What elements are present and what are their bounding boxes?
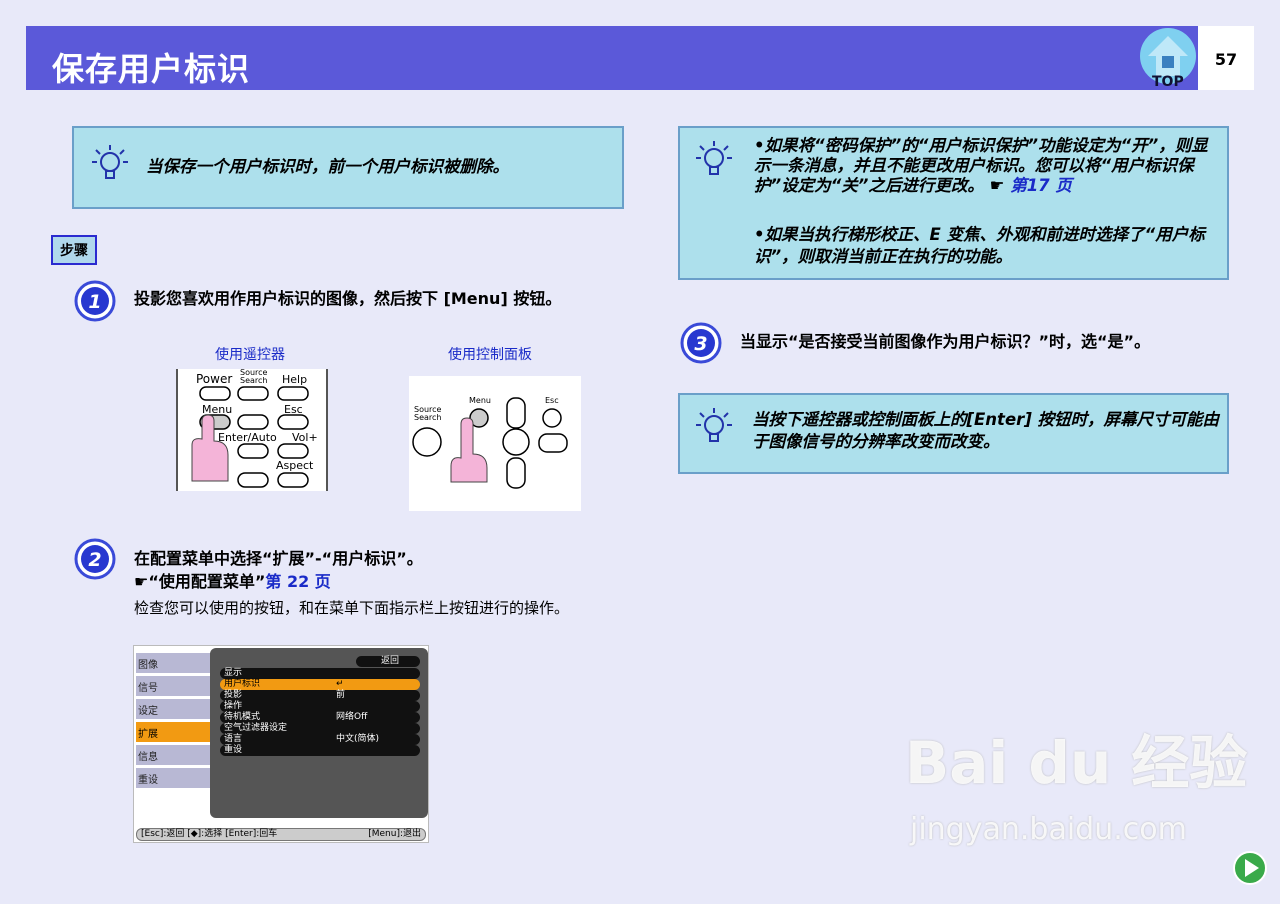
menu-footer: [Esc]:返回 [◆]:选择 [Enter]:回车[Menu]:退出: [136, 828, 426, 841]
menu-tab-signal: 信号: [136, 676, 212, 696]
config-menu-screenshot: 图像 信号 设定 扩展 信息 重设 返回 显示 用户标识↵ 投影前 操作 待机模…: [133, 645, 429, 843]
caption-remote: 使用遥控器: [215, 347, 285, 363]
menu-tab-info: 信息: [136, 745, 212, 765]
lightbulb-icon: [696, 408, 732, 442]
caption-panel: 使用控制面板: [448, 347, 532, 363]
menu-back: 返回: [356, 656, 420, 667]
remote-esc-label: Esc: [284, 403, 303, 416]
top-home-button[interactable]: TOP: [1138, 26, 1198, 90]
page-17-link[interactable]: 第17 页: [1010, 176, 1072, 195]
step-1-badge-icon: 1: [74, 280, 116, 322]
page-number-box: [1198, 26, 1254, 90]
step-2-badge-icon: 2: [74, 538, 116, 580]
menu-tab-image: 图像: [136, 653, 212, 673]
remote-help-label: Help: [282, 373, 308, 386]
step-2-reference: ☛“使用配置菜单”第 22 页: [134, 570, 331, 594]
remote-control-image: Power Source Search Help Menu Esc Enter/…: [176, 369, 328, 491]
tip-box-3: 当按下遥控器或控制面板上的[Enter] 按钮时，屏幕尺寸可能由于图像信号的分辨…: [678, 393, 1229, 474]
ref-prefix: “使用配置菜单”: [148, 572, 266, 591]
step-3-text: 当显示“是否接受当前图像作为用户标识？”时，选“是”。: [740, 332, 1151, 351]
menu-row-selected: 用户标识↵: [220, 679, 420, 690]
step-2-description: 检查您可以使用的按钮，和在菜单下面指示栏上按钮进行的操作。: [134, 599, 570, 617]
page-22-link[interactable]: 第 22 页: [265, 572, 331, 591]
panel-esc-label: Esc: [545, 396, 559, 405]
step-3-badge-icon: 3: [680, 322, 722, 364]
watermark-brand: Bai du 经验: [905, 729, 1248, 797]
tip-box-1: 当保存一个用户标识时，前一个用户标识被删除。: [72, 126, 624, 209]
remote-power-label: Power: [196, 372, 233, 386]
panel-menu-label: Menu: [469, 396, 491, 405]
panel-source-label: Source Search: [414, 405, 442, 422]
menu-tab-settings: 设定: [136, 699, 212, 719]
menu-row: 待机模式网络Off: [220, 712, 420, 723]
header-bar: [26, 26, 1198, 90]
page-title: 保存用户标识: [52, 50, 251, 88]
lightbulb-icon: [92, 145, 128, 179]
control-panel-image: Source Search Menu Esc: [409, 376, 581, 511]
menu-tab-extended: 扩展: [136, 722, 212, 742]
svg-text:2: 2: [88, 549, 101, 571]
remote-aspect-label: Aspect: [276, 459, 314, 472]
home-icon: [1140, 28, 1196, 84]
tip-bullet-2: •如果当执行梯形校正、E 变焦、外观和前进时选择了“用户标识”，则取消当前正在执…: [754, 225, 1205, 266]
page-number: 57: [1214, 50, 1238, 69]
menu-row: 语言中文(简体): [220, 734, 420, 745]
step-number: 1: [88, 291, 101, 313]
lightbulb-icon: [696, 141, 732, 175]
step-2-text: 在配置菜单中选择“扩展”-“用户标识”。: [134, 549, 423, 568]
remote-enter-label: Enter/Auto: [218, 431, 277, 444]
remote-source-label: Source Search: [240, 368, 268, 385]
tip-bullet-1: •如果将“密码保护”的“用户标识保护”功能设定为“开”，则显示一条消息，并且不能…: [754, 136, 1208, 195]
pointing-hand-icon: ☛: [989, 176, 1005, 195]
menu-row: 操作: [220, 701, 420, 712]
pointing-hand-icon: ☛: [134, 572, 149, 591]
tip-text: 当按下遥控器或控制面板上的[Enter] 按钮时，屏幕尺寸可能由于图像信号的分辨…: [752, 410, 1220, 451]
menu-tab-reset: 重设: [136, 768, 212, 788]
remote-vol-label: Vol+: [292, 431, 318, 444]
top-label: TOP: [1152, 74, 1184, 90]
menu-row: 重设: [220, 745, 420, 756]
step-1-text: 投影您喜欢用作用户标识的图像，然后按下 [Menu] 按钮。: [134, 289, 562, 308]
watermark-url: jingyan.baidu.com: [910, 812, 1187, 847]
menu-row: 投影前: [220, 690, 420, 701]
tip-text: 当保存一个用户标识时，前一个用户标识被删除。: [146, 157, 509, 176]
menu-row: 显示: [220, 668, 420, 679]
tip-box-2: •如果将“密码保护”的“用户标识保护”功能设定为“开”，则显示一条消息，并且不能…: [678, 126, 1229, 280]
remote-menu-label: Menu: [202, 403, 233, 416]
next-page-arrow-icon[interactable]: [1232, 850, 1268, 886]
steps-label: 步骤: [51, 235, 97, 265]
svg-text:3: 3: [694, 333, 707, 355]
menu-panel: 返回 显示 用户标识↵ 投影前 操作 待机模式网络Off 空气过滤器设定 语言中…: [210, 648, 428, 818]
menu-row: 空气过滤器设定: [220, 723, 420, 734]
